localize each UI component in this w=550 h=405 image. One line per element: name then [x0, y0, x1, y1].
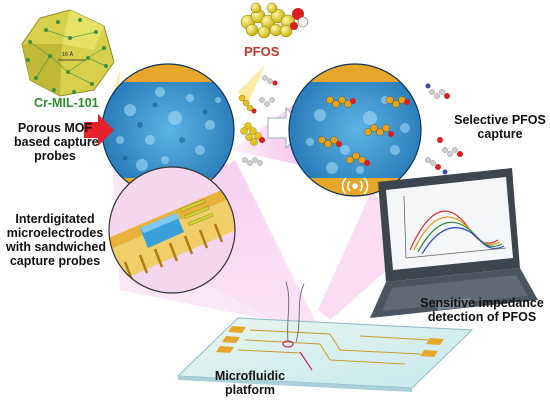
mof-probe-layer: [140, 213, 184, 248]
selective-line-2: capture: [477, 127, 523, 141]
microfluidic-chip: [176, 281, 474, 392]
laptop-screen: [386, 177, 513, 270]
captured-pfos: [318, 96, 406, 164]
interdigitated-label: Interdigitated microelectrodes with sand…: [6, 212, 107, 268]
top-electrode-band: [102, 64, 234, 82]
porous-mof-line-3: probes: [34, 149, 76, 163]
chip-tubing: [285, 281, 290, 342]
wireless-signal-icon: [341, 177, 369, 195]
interdigitated-electrode-circle: [108, 166, 236, 294]
porous-mof-line-2: based capture: [14, 135, 99, 149]
microfluidic-line-1: Microfluidic: [214, 369, 286, 383]
microfluidic-line-2: platform: [225, 383, 275, 397]
pfos-head-atom: [297, 16, 309, 28]
sensitive-line-2: detection of PFOS: [427, 310, 537, 324]
selective-capture-label: Selective PFOS capture: [452, 113, 548, 141]
pfos-label: PFOS: [244, 44, 280, 59]
pfos-free-left: [238, 75, 278, 166]
sensitive-line-1: Sensitive impedance: [420, 296, 544, 310]
cone-between-circles: [232, 100, 300, 165]
mof-crystal: [21, 9, 115, 97]
porous-mof-line-1: Porous MOF: [17, 121, 93, 135]
chip-contact-pads: [216, 326, 444, 357]
electrode-fingers: [123, 223, 224, 281]
laptop-icon: [370, 168, 538, 318]
interdigitated-line-2: microelectrodes: [6, 226, 104, 240]
pore-size-label: 16 Å: [62, 52, 74, 58]
mof-name-label: Cr-MIL-101: [34, 96, 99, 110]
pfos-molecule: [240, 2, 309, 39]
interdigitated-line-1: Interdigitated: [15, 212, 95, 226]
pfos-capture-circle: [288, 63, 422, 197]
sensitive-detection-label: Sensitive impedance detection of PFOS: [414, 296, 550, 324]
impedance-curves: [403, 195, 507, 259]
pfos-oxygen-atom: [292, 8, 304, 20]
selective-line-1: Selective PFOS: [454, 113, 546, 127]
interdigitated-line-4: capture probes: [9, 254, 101, 268]
porous-mof-label: Porous MOF based capture probes: [14, 121, 99, 163]
interdigitated-line-3: with sandwiched: [6, 240, 107, 254]
microfluidic-label: Microfluidic platform: [210, 369, 290, 397]
red-arrow: [84, 114, 114, 146]
chip-electrode-traces: [237, 329, 431, 365]
